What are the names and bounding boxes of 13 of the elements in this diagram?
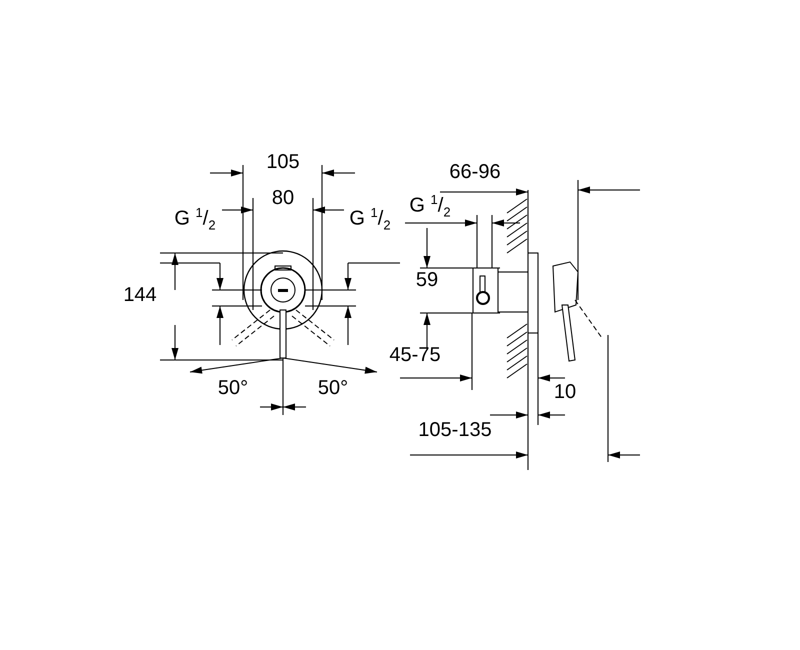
thread-size-label: G $^{1}$/$_{2}$ — [349, 204, 391, 235]
dimension-label: 59 — [416, 269, 438, 291]
angle-label: 50° — [218, 377, 248, 399]
angle-label: 50° — [318, 377, 348, 399]
dimension-label: 45-75 — [389, 344, 441, 366]
thread-size-label: G $^{1}$/$_{2}$ — [409, 191, 451, 222]
dimension-label: 144 — [123, 284, 157, 306]
dimension-label: 105 — [266, 151, 300, 173]
dimension-label: 105-135 — [418, 419, 492, 441]
dimension-label: 80 — [272, 187, 294, 209]
dimension-label: 10 — [554, 381, 576, 403]
dimension-label: 66-96 — [449, 161, 501, 183]
thread-size-label: G $^{1}$/$_{2}$ — [174, 204, 216, 235]
